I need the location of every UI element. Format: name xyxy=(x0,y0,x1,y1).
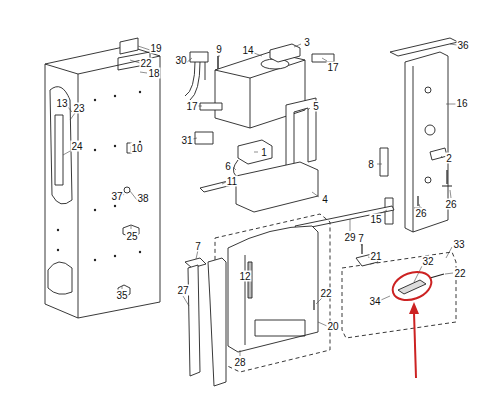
highlight-arrow xyxy=(414,312,416,378)
illustration xyxy=(45,38,458,386)
callout-number: 15 xyxy=(369,214,382,225)
screw xyxy=(361,244,362,254)
top-cover xyxy=(390,38,458,56)
callout-number: 11 xyxy=(226,176,238,187)
callout-number: 7 xyxy=(194,241,202,252)
callout-number: 32 xyxy=(421,256,434,267)
callout-number: 3 xyxy=(303,37,311,48)
rear-panel xyxy=(405,52,448,232)
callout-number: 1 xyxy=(260,147,268,158)
fan-motor xyxy=(270,44,300,62)
screw xyxy=(217,56,218,70)
damper xyxy=(238,140,272,164)
side-strip xyxy=(188,258,226,386)
screw xyxy=(430,274,444,278)
foam-pad xyxy=(200,103,222,110)
wire-harness xyxy=(185,58,205,100)
callout-number: 26 xyxy=(414,208,427,219)
callout-number: 23 xyxy=(72,103,85,114)
callout-number: 35 xyxy=(115,290,128,301)
callout-number: 26 xyxy=(444,199,457,210)
callout-number: 18 xyxy=(147,68,160,79)
callout-number: 28 xyxy=(233,357,246,368)
callout-number: 14 xyxy=(241,45,254,56)
callout-number: 22 xyxy=(319,288,332,299)
callout-number: 29 xyxy=(343,232,356,243)
top-bracket xyxy=(120,38,138,54)
callout-number: 12 xyxy=(238,271,251,282)
callout-number: 36 xyxy=(456,40,469,51)
drain-tray xyxy=(236,162,318,212)
arrowhead xyxy=(409,302,419,314)
callout-number: 30 xyxy=(174,55,187,66)
callout-number: 6 xyxy=(224,161,232,172)
screw xyxy=(313,300,314,310)
assembly-outline xyxy=(342,252,456,338)
highlight-circle xyxy=(389,267,435,305)
callout-number: 4 xyxy=(321,194,329,205)
callout-number: 8 xyxy=(367,159,375,170)
connector xyxy=(190,52,208,62)
evaporator-cover xyxy=(228,226,318,352)
callout-number: 22 xyxy=(453,268,466,279)
callout-number: 31 xyxy=(180,135,193,146)
callout-number: 17 xyxy=(185,101,198,112)
callout-number: 9 xyxy=(215,44,223,55)
callout-number: 13 xyxy=(55,98,68,109)
callout-number: 5 xyxy=(312,101,320,112)
callout-number: 20 xyxy=(326,321,339,332)
cabinet-liner xyxy=(45,46,160,318)
gasket-pad xyxy=(195,132,213,144)
highlight xyxy=(389,267,435,378)
callout-number: 38 xyxy=(136,193,149,204)
leader-lines xyxy=(63,44,457,356)
callout-number: 7 xyxy=(357,233,365,244)
callout-number: 33 xyxy=(452,239,465,250)
slide xyxy=(380,148,388,176)
callout-number: 34 xyxy=(368,296,381,307)
callout-number: 2 xyxy=(445,153,453,164)
defrost-thermostat xyxy=(398,280,426,294)
callout-number: 10 xyxy=(130,143,143,154)
callout-number: 24 xyxy=(70,141,83,152)
callout-number: 27 xyxy=(176,285,189,296)
callout-number: 16 xyxy=(455,98,468,109)
callout-number: 21 xyxy=(369,251,382,262)
callout-number: 37 xyxy=(110,191,123,202)
callout-number: 17 xyxy=(326,62,339,73)
callout-number: 25 xyxy=(125,231,138,242)
callout-number: 19 xyxy=(149,43,162,54)
assembly-outline xyxy=(215,214,330,372)
wire xyxy=(233,160,238,176)
